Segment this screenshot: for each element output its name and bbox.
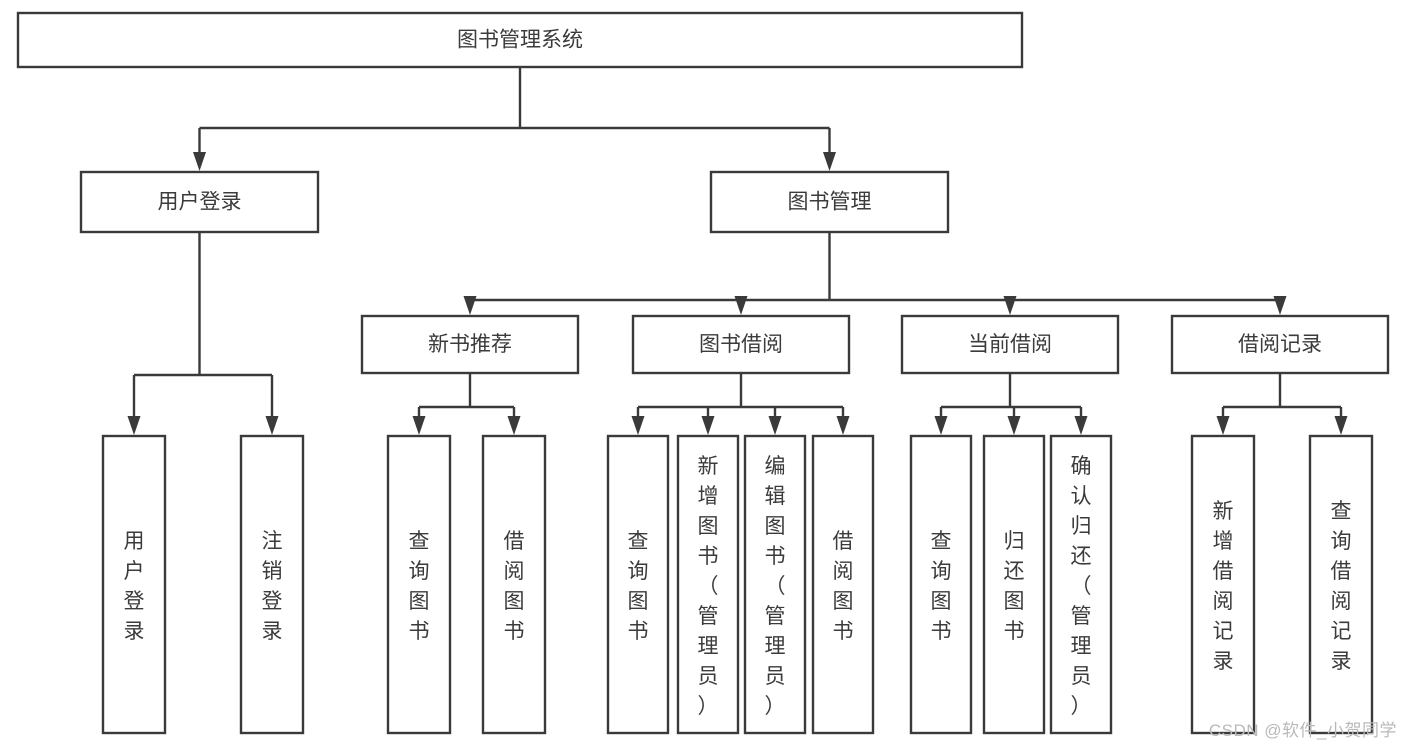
arrow-head-icon [1003, 296, 1017, 315]
node-label: 借阅图书 [833, 530, 854, 643]
diagram-node-level3-1[interactable]: 图书借阅 [631, 314, 851, 375]
arrow-head-icon [1007, 416, 1021, 435]
arrow-head-icon [507, 416, 521, 435]
arrow-head-icon [1273, 296, 1287, 315]
diagram-node-level3-2[interactable]: 当前借阅 [900, 314, 1120, 375]
arrow-head-icon [836, 416, 850, 435]
node-box [239, 434, 305, 735]
arrow-head-icon [265, 416, 279, 435]
node-label: 查询图书 [409, 530, 430, 643]
diagram-node-leaf-9[interactable]: 归还图书 [982, 434, 1046, 735]
node-box [1190, 434, 1256, 735]
node-label: 查询借阅记录 [1331, 500, 1352, 673]
node-label: 借阅记录 [1238, 333, 1322, 356]
node-box [481, 434, 547, 735]
diagram-node-leaf-11[interactable]: 新增借阅记录 [1190, 434, 1256, 735]
arrow-head-icon [768, 416, 782, 435]
diagram-node-root-0[interactable]: 图书管理系统 [16, 11, 1024, 69]
arrow-head-icon [1074, 416, 1088, 435]
node-box [631, 314, 851, 375]
arrow-head-icon [193, 152, 206, 171]
diagram-node-leaf-5[interactable]: 新增图书（管理员） [676, 434, 740, 735]
arrow-head-icon [934, 416, 948, 435]
arrow-head-icon [1216, 416, 1230, 435]
connectors-layer [127, 67, 1348, 435]
diagram-node-leaf-1[interactable]: 注销登录 [239, 434, 305, 735]
diagram-node-leaf-10[interactable]: 确认归还（管理员） [1049, 434, 1113, 735]
arrow-head-icon [463, 296, 477, 315]
node-label: 归还图书 [1004, 530, 1025, 643]
node-box [101, 434, 167, 735]
node-box [1049, 434, 1113, 735]
node-box [709, 170, 950, 234]
diagram-node-leaf-12[interactable]: 查询借阅记录 [1308, 434, 1374, 735]
diagram-node-leaf-7[interactable]: 借阅图书 [811, 434, 875, 735]
diagram-node-level2-1[interactable]: 图书管理 [709, 170, 950, 234]
diagram-node-leaf-4[interactable]: 查询图书 [606, 434, 670, 735]
node-box [900, 314, 1120, 375]
node-label: 新增借阅记录 [1213, 500, 1234, 673]
arrow-head-icon [701, 416, 715, 435]
diagram-node-leaf-8[interactable]: 查询图书 [909, 434, 973, 735]
node-label: 查询图书 [931, 530, 952, 643]
diagram-node-leaf-6[interactable]: 编辑图书（管理员） [743, 434, 807, 735]
arrow-head-icon [127, 416, 141, 435]
node-box [811, 434, 875, 735]
diagram-node-level3-3[interactable]: 借阅记录 [1170, 314, 1390, 375]
arrow-head-icon [734, 296, 748, 315]
node-label: 确认归还（管理员） [1071, 455, 1092, 718]
node-box [606, 434, 670, 735]
node-label: 用户登录 [158, 191, 242, 214]
node-box [743, 434, 807, 735]
node-label: 查询图书 [628, 530, 649, 643]
node-label: 当前借阅 [968, 333, 1052, 356]
arrow-head-icon [1334, 416, 1348, 435]
node-box [1170, 314, 1390, 375]
node-label: 图书借阅 [699, 333, 783, 356]
node-label: 借阅图书 [504, 530, 525, 643]
node-label: 图书管理 [788, 191, 872, 214]
node-label: 用户登录 [124, 530, 145, 643]
node-label: 注销登录 [262, 530, 283, 643]
node-label: 新增图书（管理员） [698, 455, 719, 718]
node-box [676, 434, 740, 735]
arrow-head-icon [412, 416, 426, 435]
nodes-layer: 图书管理系统用户登录图书管理新书推荐图书借阅当前借阅借阅记录用户登录注销登录查询… [16, 11, 1390, 735]
node-box [982, 434, 1046, 735]
arrow-head-icon [631, 416, 645, 435]
node-box [386, 434, 452, 735]
node-box [79, 170, 320, 234]
diagram-node-leaf-0[interactable]: 用户登录 [101, 434, 167, 735]
node-box [1308, 434, 1374, 735]
arrow-head-icon [823, 152, 836, 171]
diagram-node-level3-0[interactable]: 新书推荐 [360, 314, 580, 375]
node-label: 编辑图书（管理员） [765, 455, 786, 718]
diagram-node-level2-0[interactable]: 用户登录 [79, 170, 320, 234]
node-box [909, 434, 973, 735]
node-box [16, 11, 1024, 69]
diagram-node-leaf-2[interactable]: 查询图书 [386, 434, 452, 735]
diagram-node-leaf-3[interactable]: 借阅图书 [481, 434, 547, 735]
node-label: 新书推荐 [428, 333, 512, 356]
node-box [360, 314, 580, 375]
node-label: 图书管理系统 [457, 29, 583, 52]
